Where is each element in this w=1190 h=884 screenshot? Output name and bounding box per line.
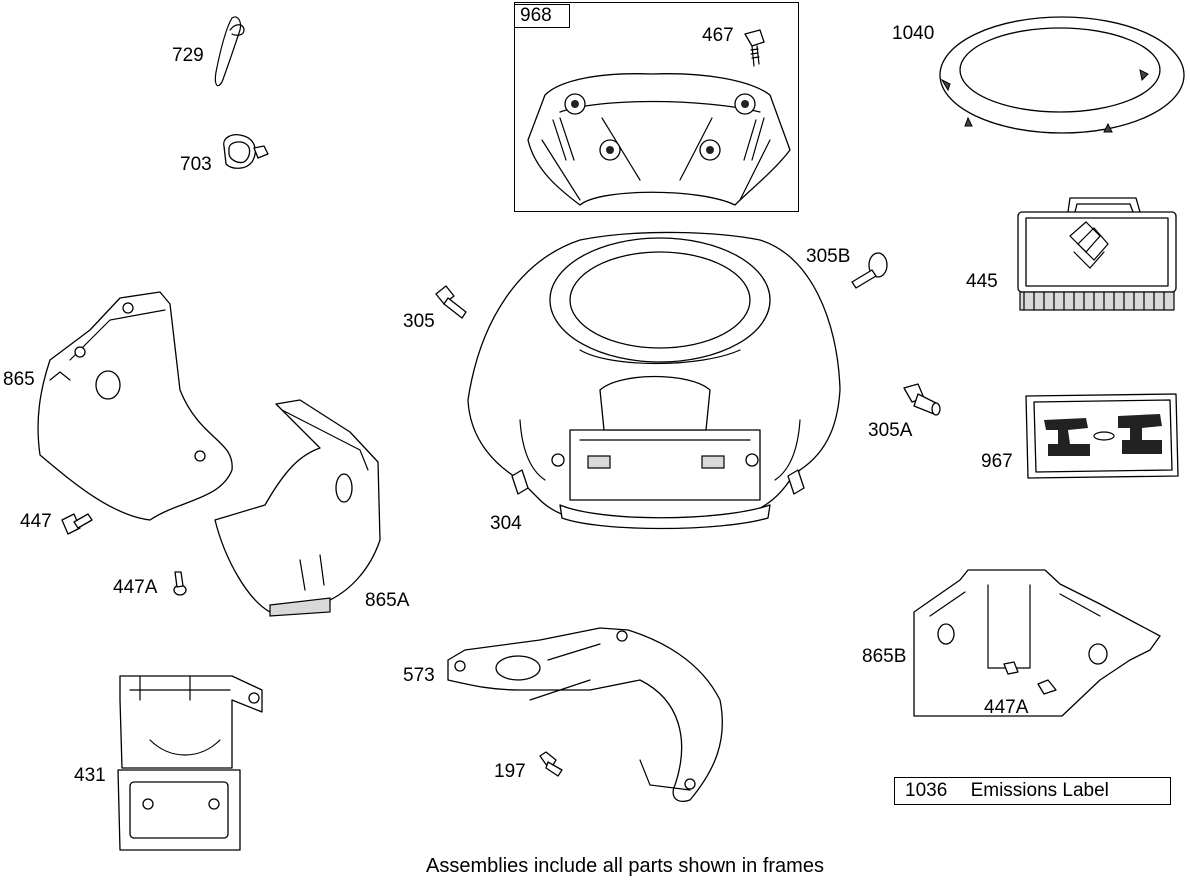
label-447: 447: [20, 511, 52, 532]
part-968-cover-drawing: [527, 73, 791, 206]
label-968: 968: [514, 4, 570, 28]
emissions-label-text: Emissions Label: [970, 780, 1109, 801]
label-1040: 1040: [892, 23, 935, 44]
label-197: 197: [494, 761, 526, 782]
part-1040-seal-drawing: [939, 16, 1185, 134]
label-865: 865: [3, 369, 35, 390]
label-865B: 865B: [862, 646, 907, 667]
label-304: 304: [490, 513, 522, 534]
footer-note: Assemblies include all parts shown in fr…: [426, 855, 824, 877]
part-729-clip-drawing: [214, 16, 245, 87]
emissions-label-number: 1036: [905, 780, 948, 801]
label-305A: 305A: [868, 420, 913, 441]
label-447A-right: 447A: [984, 697, 1029, 718]
label-431: 431: [74, 765, 106, 786]
part-197-screw-drawing: [539, 751, 563, 777]
frame-968: [514, 2, 799, 212]
emissions-label-box: 1036 Emissions Label: [894, 777, 1171, 805]
part-865B-shroud-drawing: [913, 569, 1161, 717]
part-865A-shroud-drawing: [214, 399, 381, 617]
label-865A: 865A: [365, 590, 410, 611]
part-305-bolt-drawing: [435, 285, 467, 319]
part-573-baffle-drawing: [447, 627, 723, 802]
label-573: 573: [403, 665, 435, 686]
part-447-screw-drawing: [61, 513, 93, 535]
label-467: 467: [702, 25, 734, 46]
part-431-bracket-drawing: [117, 675, 263, 851]
part-304-housing-drawing: [467, 231, 841, 530]
label-305: 305: [403, 311, 435, 332]
part-467-knob-drawing: [744, 29, 765, 67]
part-865-shroud-drawing: [37, 291, 233, 521]
label-305B: 305B: [806, 246, 851, 267]
label-729: 729: [172, 45, 204, 66]
part-305B-bolt-drawing: [851, 252, 888, 289]
label-703: 703: [180, 154, 212, 175]
label-967: 967: [981, 451, 1013, 472]
part-445-filter-drawing: [1017, 197, 1177, 311]
part-703-clamp-drawing: [223, 134, 269, 169]
label-447A-left: 447A: [113, 577, 158, 598]
part-447A-left-screw-drawing: [173, 571, 187, 596]
part-305A-fastener-drawing: [903, 383, 941, 416]
part-447A-right-screws-drawing: [1003, 661, 1057, 695]
part-967-prefilter-drawing: [1025, 393, 1179, 479]
label-445: 445: [966, 271, 998, 292]
